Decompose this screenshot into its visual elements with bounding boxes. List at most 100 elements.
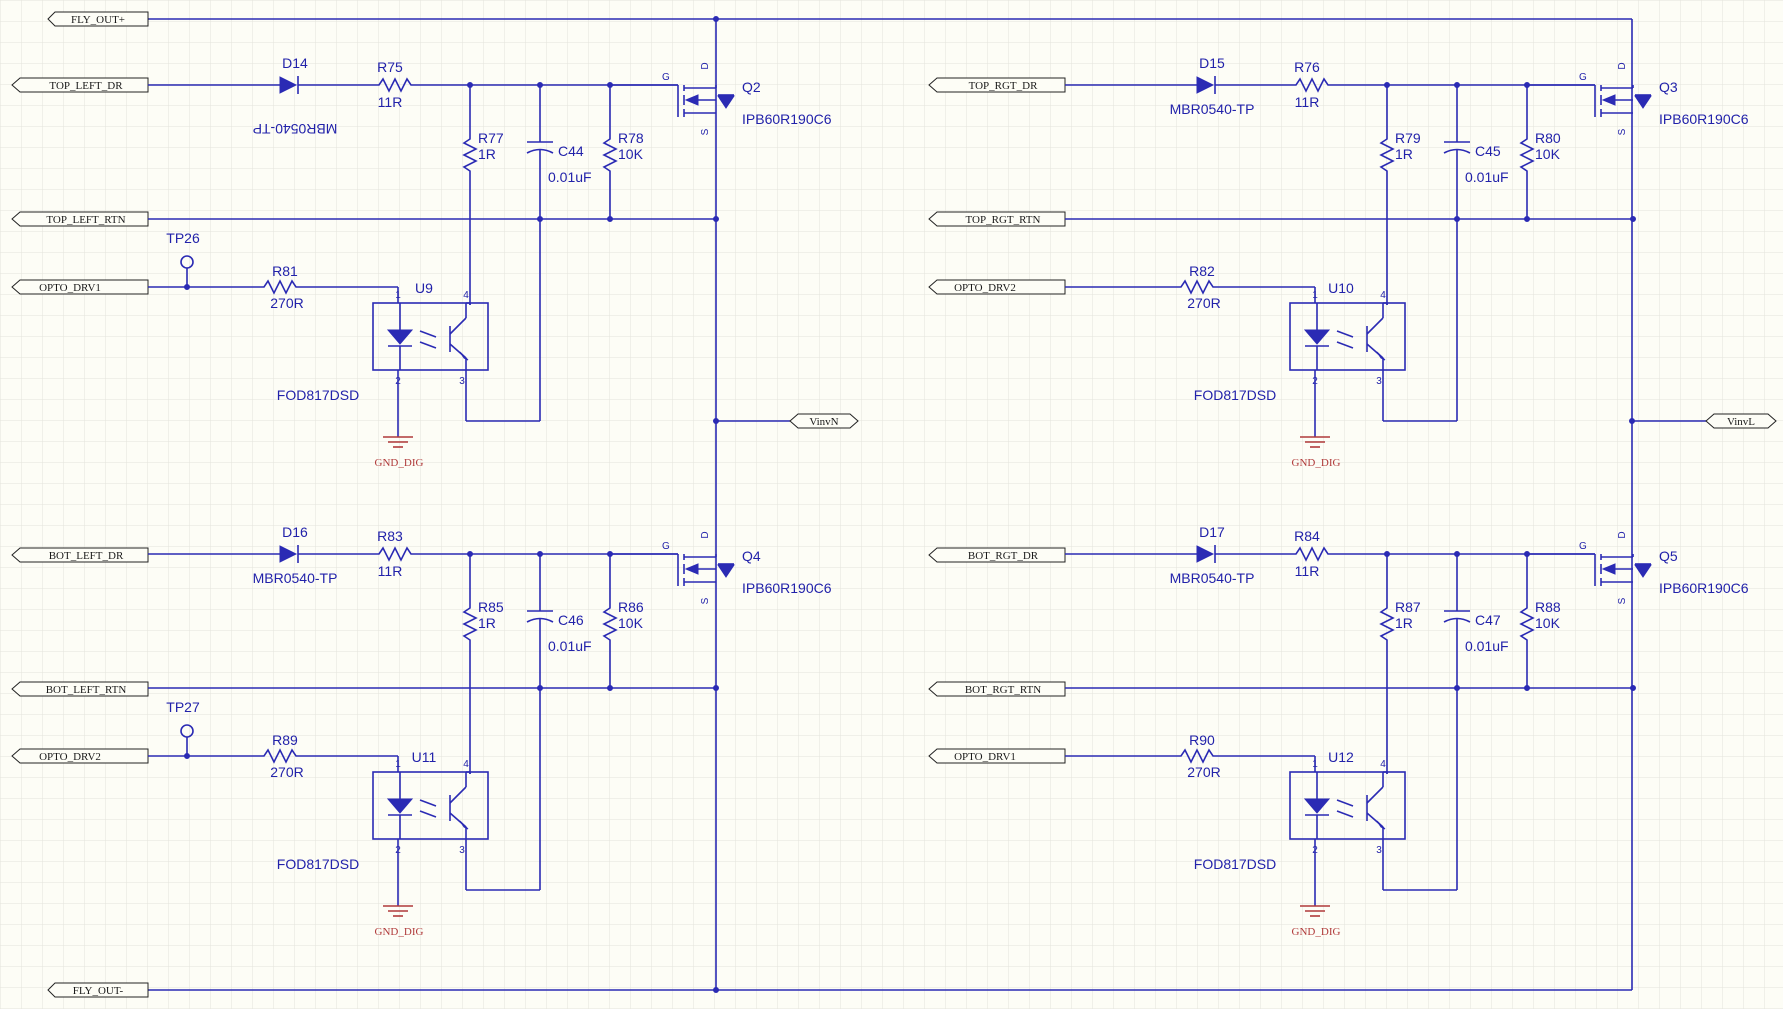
pin-source: S (700, 597, 711, 604)
port-fly-out-neg: FLY_OUT- (47, 982, 149, 998)
pin-drain: D (1617, 531, 1628, 538)
res-gate-val: 1R (1395, 146, 1413, 162)
resistor-symbol (602, 604, 618, 644)
light-arrow (1336, 330, 1354, 338)
res-gate-val: 1R (1395, 615, 1413, 631)
fet-ref: Q4 (742, 548, 761, 564)
fet-ref: Q2 (742, 79, 761, 95)
cap-plate-curved (526, 617, 554, 623)
port-label: OPTO_DRV2 (39, 751, 101, 763)
junction-dot (1630, 216, 1636, 222)
opto-pin1: 1 (1312, 759, 1318, 770)
res-gate-val: 1R (478, 615, 496, 631)
res-opto-ref: R90 (1189, 732, 1215, 748)
resistor-symbol (375, 77, 415, 93)
res-pull-ref: R80 (1535, 130, 1561, 146)
pin-source: S (1617, 597, 1628, 604)
port-label: OPTO_DRV2 (954, 282, 1016, 294)
port-opto-drv1-a: OPTO_DRV1 (11, 279, 149, 295)
body-diode (1634, 95, 1652, 109)
pin-gate: G (1579, 72, 1587, 83)
pin-drain: D (1617, 62, 1628, 69)
cap-val: 0.01uF (548, 169, 592, 185)
junction-dot (1524, 216, 1530, 222)
res-pull-ref: R78 (618, 130, 644, 146)
res-gate-ref: R85 (478, 599, 504, 615)
optocoupler-box (372, 302, 489, 371)
light-arrow (419, 341, 437, 349)
res-gate-ref: R77 (478, 130, 504, 146)
cap-ref: C45 (1475, 143, 1501, 159)
junction-dot (713, 685, 719, 691)
opto-ref: U10 (1328, 280, 1354, 296)
resistor-symbol (1379, 604, 1395, 644)
port-label: TOP_RGT_DR (969, 80, 1039, 92)
fet-part: IPB60R190C6 (742, 580, 832, 596)
res-series-ref: R83 (377, 528, 403, 544)
junction-dot (1454, 685, 1460, 691)
port-vinv-l: VinvL (1705, 413, 1777, 429)
port-label: FLY_OUT- (73, 985, 124, 997)
resistor-symbol (375, 546, 415, 562)
test-point-ref: TP26 (166, 230, 200, 246)
junction-dot (607, 685, 613, 691)
res-gate-val: 1R (478, 146, 496, 162)
phototransistor-collector (1366, 786, 1384, 804)
port-label: TOP_LEFT_RTN (46, 214, 125, 226)
pin-gate: G (1579, 541, 1587, 552)
test-point-icon (180, 255, 194, 269)
resistor-symbol (1292, 546, 1332, 562)
res-gate-ref: R79 (1395, 130, 1421, 146)
opto-ref: U12 (1328, 749, 1354, 765)
res-series-val: 11R (378, 563, 403, 579)
fet-part: IPB60R190C6 (1659, 111, 1749, 127)
junction-dot (537, 216, 543, 222)
port-vinv-n: VinvN (789, 413, 859, 429)
test-point-icon (180, 724, 194, 738)
junction-dot (607, 216, 613, 222)
phototransistor-collector (1366, 317, 1384, 335)
junction-dot (713, 216, 719, 222)
ground-label: GND_DIG (1292, 457, 1341, 469)
diode-symbol (279, 76, 298, 94)
port-label: BOT_RGT_RTN (965, 684, 1041, 696)
diode-symbol (279, 545, 298, 563)
ground-label: GND_DIG (375, 926, 424, 938)
port-top-left-rtn: TOP_LEFT_RTN (11, 211, 149, 227)
port-top-left-dr: TOP_LEFT_DR (11, 77, 149, 93)
cap-plate-curved (526, 148, 554, 154)
res-opto-val: 270R (270, 764, 303, 780)
diode-part: MBR0540-TP (1170, 101, 1255, 117)
res-series-val: 11R (1295, 94, 1320, 110)
resistor-symbol (462, 135, 478, 175)
body-diode (1634, 564, 1652, 578)
opto-pin3: 3 (1376, 376, 1382, 387)
light-arrow (1336, 810, 1354, 818)
port-label: OPTO_DRV1 (954, 751, 1016, 763)
res-pull-val: 10K (1535, 615, 1561, 631)
resistor-symbol (1379, 135, 1395, 175)
light-arrow (1336, 799, 1354, 807)
resistor-symbol (260, 279, 300, 295)
opto-pin1: 1 (1312, 290, 1318, 301)
res-pull-val: 10K (1535, 146, 1561, 162)
opto-pin4: 4 (1380, 759, 1386, 770)
res-series-val: 11R (1295, 563, 1320, 579)
test-point-ref: TP27 (166, 699, 200, 715)
res-series-ref: R75 (377, 59, 403, 75)
port-label: VinvL (1727, 416, 1755, 428)
opto-part: FOD817DSD (1194, 856, 1276, 872)
light-arrow (419, 799, 437, 807)
resistor-symbol (1519, 135, 1535, 175)
res-pull-ref: R88 (1535, 599, 1561, 615)
opto-pin1: 1 (395, 290, 401, 301)
fet-ref: Q3 (1659, 79, 1678, 95)
fet-part: IPB60R190C6 (742, 111, 832, 127)
resistor-symbol (1177, 748, 1217, 764)
cap-ref: C46 (558, 612, 584, 628)
